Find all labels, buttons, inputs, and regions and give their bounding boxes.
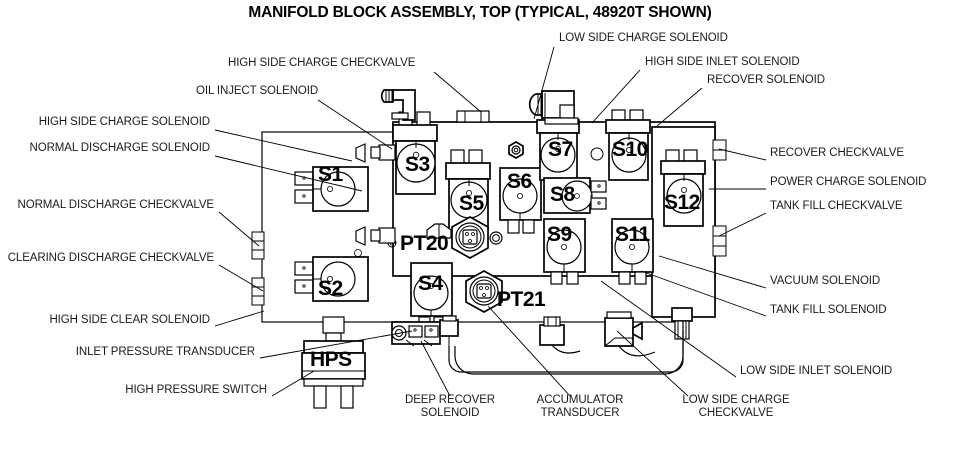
hex-fitting-top <box>508 141 524 159</box>
solenoid-S11 <box>611 218 654 285</box>
checkvalve-stack-right <box>712 139 727 257</box>
solenoid-S12 <box>660 149 706 227</box>
callout-low-side-inlet-solenoid: LOW SIDE INLET SOLENOID <box>740 365 893 377</box>
hose-routing <box>448 321 684 375</box>
leader-lines <box>214 46 767 397</box>
transducer-PT20 <box>451 216 503 259</box>
callout-accumulator-transducer: ACCUMULATOR TRANSDUCER <box>536 394 624 419</box>
callout-high-side-charge-solenoid: HIGH SIDE CHARGE SOLENOID <box>38 116 210 128</box>
bellows-fitting <box>528 90 579 125</box>
callout-power-charge-solenoid: POWER CHARGE SOLENOID <box>770 176 927 188</box>
callout-recover-checkvalve: RECOVER CHECKVALVE <box>770 147 904 159</box>
callout-recover-solenoid: RECOVER SOLENOID <box>707 74 825 86</box>
solenoid-S10 <box>605 109 651 181</box>
transducer-PT21 <box>465 270 503 313</box>
solenoid-S2 <box>294 256 369 302</box>
page-title: MANIFOLD BLOCK ASSEMBLY, TOP (TYPICAL, 4… <box>248 4 712 21</box>
bottom-fitting-center <box>539 316 565 346</box>
callout-low-side-charge-checkvalve: LOW SIDE CHARGE CHECKVALVE <box>682 394 790 419</box>
elbow-fitting-top-left <box>380 89 416 121</box>
component-id-pt20: PT20 <box>400 232 449 255</box>
bottom-fitting-right-elbow <box>604 311 643 347</box>
component-id-s9: S9 <box>547 223 572 246</box>
bottom-fitting-far-right <box>671 307 693 340</box>
component-id-pt21: PT21 <box>497 288 546 311</box>
component-id-s1: S1 <box>318 163 343 186</box>
component-id-s2: S2 <box>318 277 343 300</box>
bottom-fitting-elbow <box>439 315 459 346</box>
callout-oil-inject-solenoid: OIL INJECT SOLENOID <box>196 85 319 97</box>
valve-symbol-pt20 <box>426 223 452 239</box>
plate-fitting-top <box>456 110 490 123</box>
component-id-s11: S11 <box>615 223 650 246</box>
callout-tank-fill-checkvalve: TANK FILL CHECKVALVE <box>770 200 903 212</box>
callout-vacuum-solenoid: VACUUM SOLENOID <box>770 275 881 287</box>
solenoid-S1 <box>294 166 369 212</box>
callout-high-pressure-switch: HIGH PRESSURE SWITCH <box>125 384 267 396</box>
callout-deep-recover-solenoid: DEEP RECOVER SOLENOID <box>405 394 495 419</box>
solenoid-S6 <box>499 167 542 234</box>
component-id-hps: HPS <box>310 348 352 371</box>
callout-high-side-charge-checkvalve: HIGH SIDE CHARGE CHECKVALVE <box>228 57 416 69</box>
solenoid-S8 <box>543 177 607 214</box>
callout-low-side-charge-solenoid: LOW SIDE CHARGE SOLENOID <box>559 32 728 44</box>
component-id-s6: S6 <box>507 170 532 193</box>
component-id-s5: S5 <box>459 192 484 215</box>
component-id-s12: S12 <box>664 191 700 214</box>
bottom-fitting-left <box>391 321 441 347</box>
component-id-s7: S7 <box>548 138 573 161</box>
high-pressure-switch-body <box>301 316 366 409</box>
component-id-s3: S3 <box>405 153 430 176</box>
callout-clearing-discharge-checkvalve: CLEARING DISCHARGE CHECKVALVE <box>7 252 214 264</box>
component-id-s8: S8 <box>550 183 575 206</box>
callout-tank-fill-solenoid: TANK FILL SOLENOID <box>770 304 887 316</box>
solenoid-S9 <box>543 218 586 285</box>
callout-normal-discharge-checkvalve: NORMAL DISCHARGE CHECKVALVE <box>17 199 215 211</box>
callout-normal-discharge-solenoid: NORMAL DISCHARGE SOLENOID <box>29 142 211 154</box>
callout-high-side-inlet-solenoid: HIGH SIDE INLET SOLENOID <box>645 56 800 68</box>
straight-fitting-lower <box>355 226 396 246</box>
component-id-s10: S10 <box>612 138 648 161</box>
callout-high-side-clear-solenoid: HIGH SIDE CLEAR SOLENOID <box>49 314 210 326</box>
component-id-s4: S4 <box>418 272 443 295</box>
callout-inlet-pressure-transducer: INLET PRESSURE TRANSDUCER <box>75 346 255 358</box>
